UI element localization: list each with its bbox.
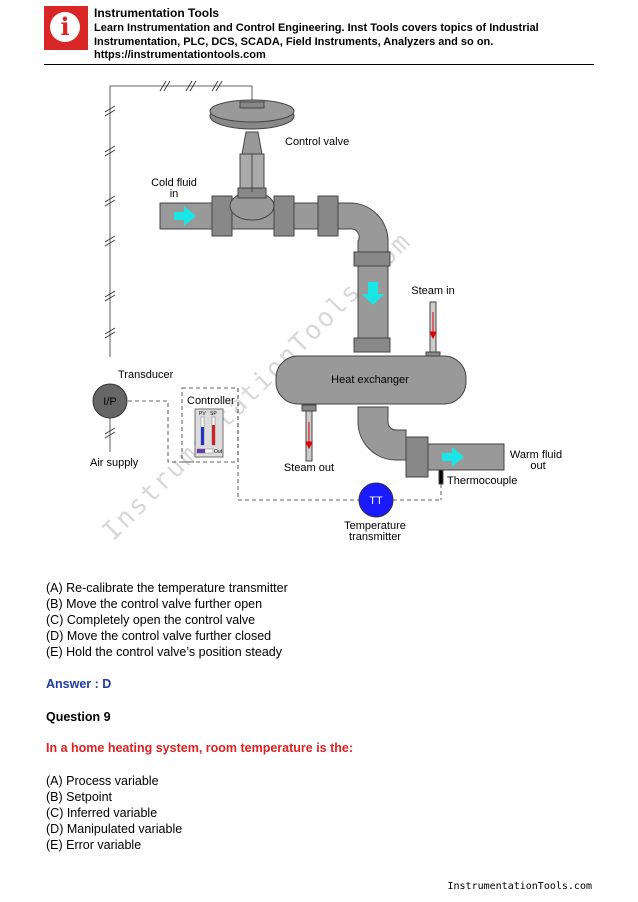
option-e: (E) Hold the control valve’s position st…: [46, 645, 282, 659]
flow-arrows: [174, 206, 464, 467]
controller-label: Controller: [187, 395, 235, 407]
steam-in-label: Steam in: [411, 285, 454, 297]
warm-fluid-label-2: out: [530, 460, 545, 472]
heat-exchanger-label: Heat exchanger: [331, 374, 409, 386]
svg-text:SP: SP: [210, 411, 217, 417]
answer: Answer : D: [46, 677, 112, 691]
svg-text:PV: PV: [199, 411, 206, 417]
cold-fluid-label: Cold fluid: [151, 177, 197, 189]
cold-fluid-label-2: in: [170, 188, 179, 200]
question8-options: (A) Re-calibrate the temperature transmi…: [46, 580, 288, 660]
page-header: i Instrumentation Tools Learn Instrument…: [44, 6, 594, 65]
info-icon: [50, 12, 80, 42]
ip-label: I/P: [103, 396, 116, 408]
ip-transducer: [92, 383, 128, 419]
thermocouple-label: Thermocouple: [447, 475, 517, 487]
option-c: (C) Inferred variable: [46, 806, 158, 820]
control-valve: [209, 99, 295, 221]
question-number: Question 9: [46, 710, 111, 724]
process-diagram: InstrumentationTools.com: [90, 80, 562, 547]
question9-options: (A) Process variable (B) Setpoint (C) In…: [46, 773, 182, 853]
air-supply-label: Air supply: [90, 457, 139, 469]
control-valve-label: Control valve: [285, 136, 349, 148]
site-title: Instrumentation Tools: [94, 6, 220, 20]
logo: i: [44, 6, 88, 50]
option-a: (A) Re-calibrate the temperature transmi…: [46, 581, 288, 595]
option-c: (C) Completely open the control valve: [46, 613, 256, 627]
warm-fluid-label: Warm fluid: [510, 449, 562, 461]
option-b: (B) Setpoint: [46, 790, 113, 804]
svg-text:Out: Out: [214, 449, 223, 455]
site-description: Learn Instrumentation and Control Engine…: [94, 22, 539, 61]
option-d: (D) Move the control valve further close…: [46, 629, 272, 643]
tt-name-label: Temperature: [344, 520, 406, 532]
pneumatic-line: [104, 80, 360, 501]
site-url[interactable]: https://instrumentationtools.com: [94, 49, 266, 61]
transducer-label: Transducer: [118, 369, 174, 381]
controller: PV SP Out: [194, 408, 224, 458]
steam-arrows: [305, 312, 437, 450]
question-text: In a home heating system, room temperatu…: [46, 741, 354, 755]
tt-name-label-2: transmitter: [349, 531, 401, 543]
tt-label: TT: [369, 495, 383, 507]
option-b: (B) Move the control valve further open: [46, 597, 263, 611]
option-a: (A) Process variable: [46, 774, 159, 788]
heat-exchanger: [275, 355, 467, 405]
steam-out-label: Steam out: [284, 462, 334, 474]
option-e: (E) Error variable: [46, 838, 142, 852]
footer-url[interactable]: InstrumentationTools.com: [447, 881, 593, 892]
option-d: (D) Manipulated variable: [46, 822, 183, 836]
